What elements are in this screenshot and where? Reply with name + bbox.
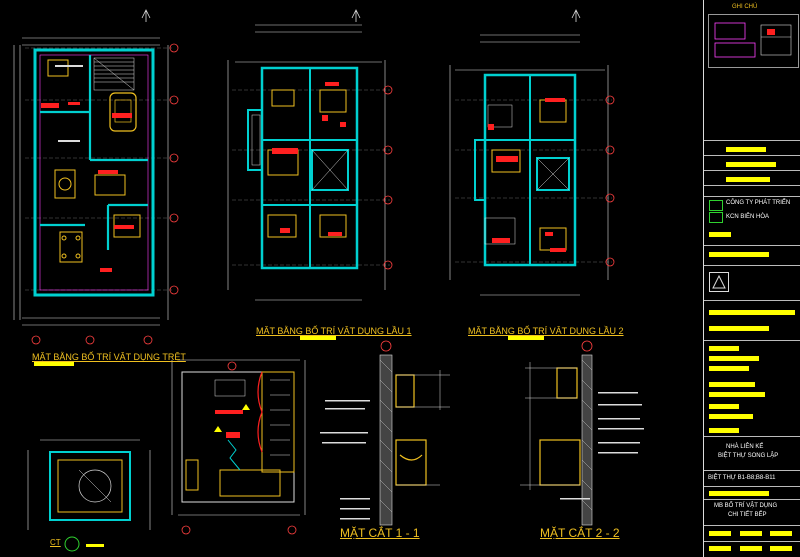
ct-detail: [27, 439, 151, 552]
company-logo-icon: [709, 200, 723, 211]
title-block: GHI CHÚ CÔNG TY PHÁT TRIỂN KCN BIÊN HÒA …: [703, 0, 800, 557]
site-plan-thumbnail: [708, 14, 799, 68]
lot-numbers: BIỆT THỰ B1-B8;B8-B11: [708, 475, 776, 481]
sheet-title-line2: CHI TIẾT BẾP: [728, 512, 767, 518]
floor1-plan: [227, 24, 393, 340]
title-floor1: MẶT BẰNG BỐ TRÍ VẬT DỤNG LẦU 1: [256, 326, 412, 336]
title-ct-detail: CT: [50, 538, 61, 547]
project-name-line1: NHÀ LIÊN KẾ: [726, 444, 764, 450]
project-name-line2: BIỆT THỰ SONG LẬP: [718, 453, 779, 459]
company-location: KCN BIÊN HÒA: [726, 214, 770, 220]
title-block-header: GHI CHÚ: [732, 4, 758, 10]
section-1-1: [320, 340, 450, 526]
title-section-2-2: MẶT CẮT 2 - 2: [540, 526, 620, 540]
kitchen-detail-plan: [171, 359, 306, 535]
firm-logo-icon: [709, 272, 729, 292]
title-section-1-1: MẶT CẮT 1 - 1: [340, 526, 420, 540]
title-floor2: MẶT BẰNG BỐ TRÍ VẬT DỤNG LẦU 2: [468, 326, 624, 336]
title-ground-floor: MẶT BẰNG BỐ TRÍ VẬT DỤNG TRỆT: [32, 352, 186, 362]
north-arrow-icon: [141, 9, 581, 22]
ground-floor-plan: [13, 37, 179, 366]
sheet-title-line1: MB BỐ TRÍ VẬT DỤNG: [714, 503, 778, 509]
section-2-2: [520, 340, 644, 526]
floor2-plan: [449, 34, 615, 340]
company-name: CÔNG TY PHÁT TRIỂN: [726, 200, 791, 206]
location-logo-icon: [709, 212, 723, 223]
